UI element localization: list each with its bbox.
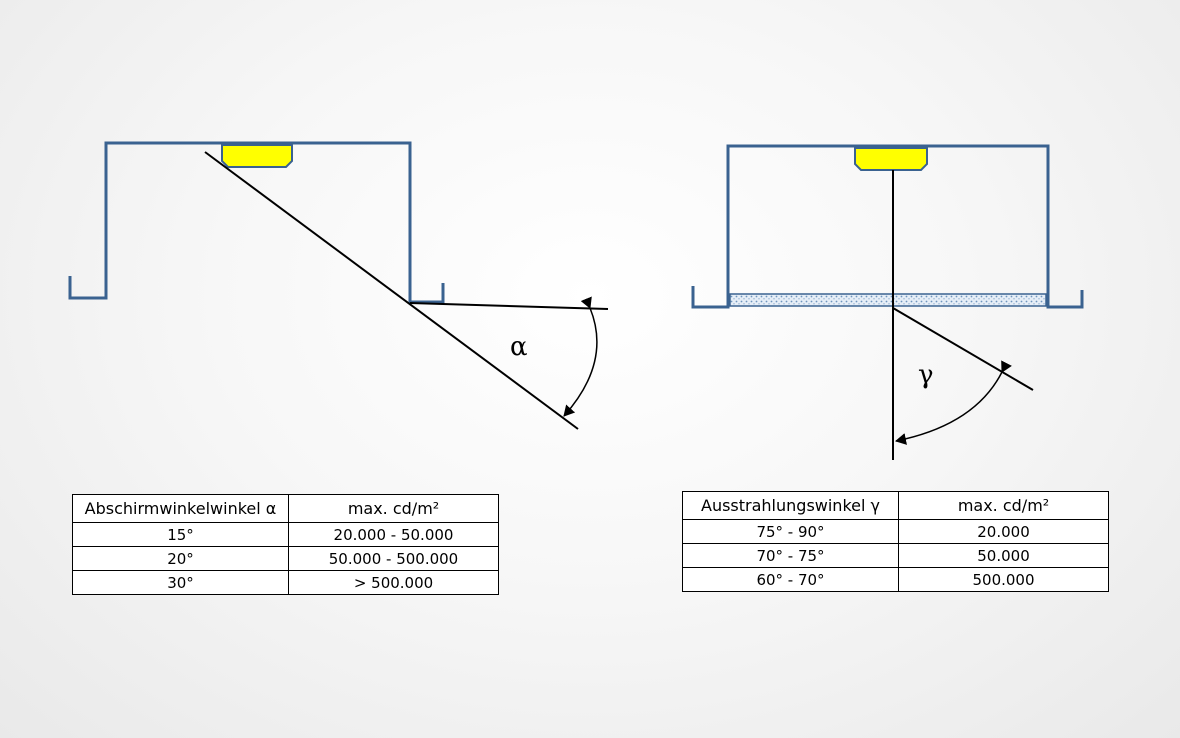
- table-header-row: Abschirmwinkelwinkel α max. cd/m²: [72, 494, 499, 523]
- right-angle-label: γ: [918, 360, 934, 390]
- left-horizontal-line: [409, 302, 609, 310]
- luminance-cell: 20.000: [898, 519, 1109, 544]
- left-cutoff-line: [204, 151, 579, 430]
- table-row: 60° - 70° 500.000: [682, 567, 1109, 592]
- left-lamp: [221, 144, 293, 168]
- angle-cell: 20°: [72, 546, 289, 571]
- column-header-angle: Abschirmwinkelwinkel α: [72, 494, 289, 523]
- table-row: 30° > 500.000: [72, 570, 499, 595]
- table-row: 70° - 75° 50.000: [682, 543, 1109, 568]
- right-luminaire-housing: [691, 144, 1084, 309]
- table-row: 15° 20.000 - 50.000: [72, 522, 499, 547]
- left-angle-label: α: [510, 332, 528, 362]
- angle-cell: 30°: [72, 570, 289, 595]
- column-header-luminance: max. cd/m²: [898, 491, 1109, 520]
- luminance-cell: 20.000 - 50.000: [288, 522, 499, 547]
- angle-cell: 60° - 70°: [682, 567, 899, 592]
- column-header-luminance: max. cd/m²: [288, 494, 499, 523]
- left-shielding-diagram: α: [68, 141, 609, 430]
- shielding-angle-table: Abschirmwinkelwinkel α max. cd/m² 15° 20…: [72, 494, 499, 595]
- angle-cell: 15°: [72, 522, 289, 547]
- angle-cell: 75° - 90°: [682, 519, 899, 544]
- luminance-cell: > 500.000: [288, 570, 499, 595]
- luminance-cell: 50.000 - 500.000: [288, 546, 499, 571]
- angle-cell: 70° - 75°: [682, 543, 899, 568]
- right-diffuser-panel: [729, 293, 1047, 307]
- radiation-angle-table: Ausstrahlungswinkel γ max. cd/m² 75° - 9…: [682, 491, 1109, 592]
- left-angle-arc: [563, 296, 598, 417]
- right-angle-arc: [895, 360, 1012, 445]
- table-row: 75° - 90° 20.000: [682, 519, 1109, 544]
- luminance-cell: 50.000: [898, 543, 1109, 568]
- table-header-row: Ausstrahlungswinkel γ max. cd/m²: [682, 491, 1109, 520]
- right-radiation-line: [892, 307, 1034, 391]
- column-header-angle: Ausstrahlungswinkel γ: [682, 491, 899, 520]
- left-luminaire-housing: [68, 141, 445, 304]
- right-lamp: [854, 147, 928, 171]
- table-row: 20° 50.000 - 500.000: [72, 546, 499, 571]
- luminance-cell: 500.000: [898, 567, 1109, 592]
- right-radiation-diagram: γ: [691, 144, 1084, 460]
